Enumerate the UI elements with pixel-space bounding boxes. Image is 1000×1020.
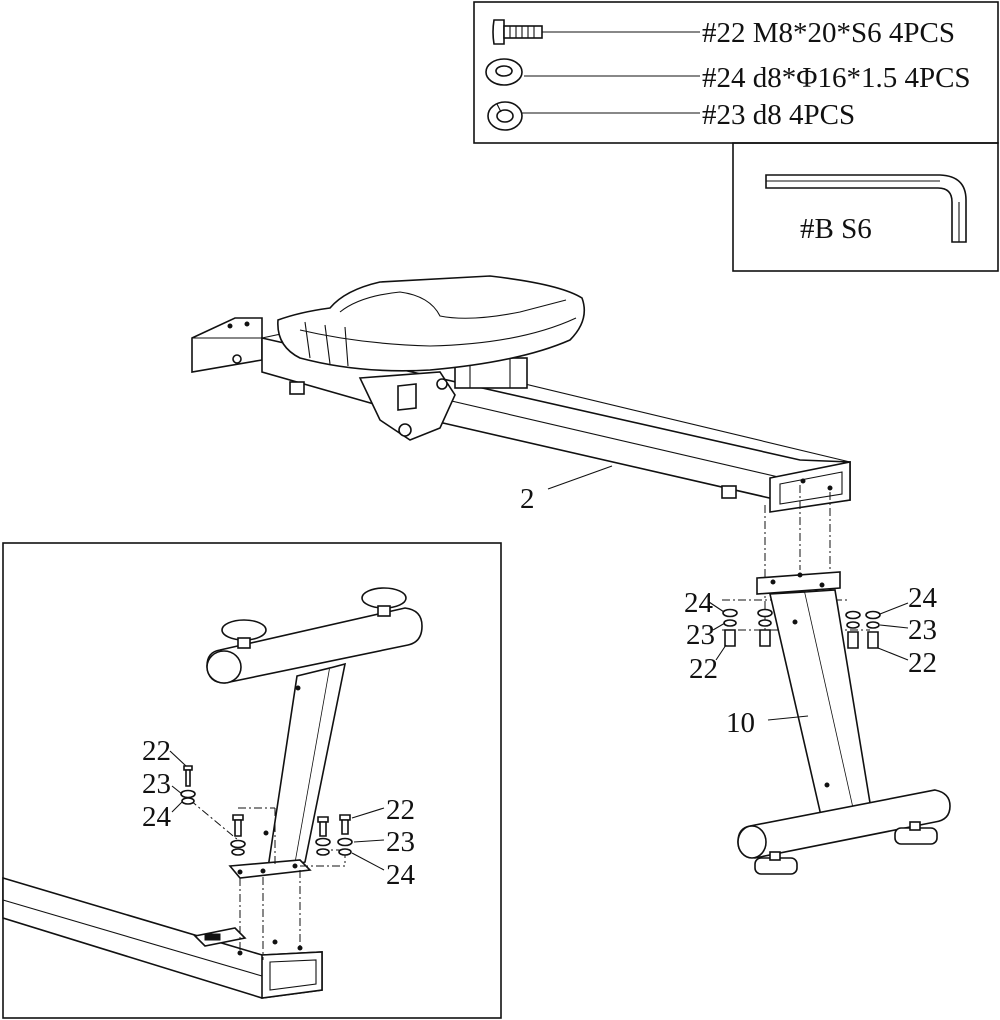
fasteners-main xyxy=(722,608,881,649)
detail-left-callout-24: 24 xyxy=(142,801,172,833)
parts-list-box: #22 M8*20*S6 4PCS #24 d8*Φ16*1.5 4PCS #2… xyxy=(473,1,999,144)
stabilizer-main xyxy=(737,571,951,875)
spring-washer-icon xyxy=(487,101,700,131)
parts-item-flat-washer-label: #24 d8*Φ16*1.5 4PCS xyxy=(702,62,971,94)
main-left-callout-23: 23 xyxy=(686,619,715,651)
detail-right-callout-24: 24 xyxy=(386,859,416,891)
detail-left-callout-23: 23 xyxy=(142,768,171,800)
parts-item-spring-washer-label: #23 d8 4PCS xyxy=(702,99,855,131)
detail-inset xyxy=(2,542,502,1019)
detail-left-callout-22: 22 xyxy=(142,735,171,767)
main-right-callout-23: 23 xyxy=(908,614,937,646)
tool-label: #B S6 xyxy=(800,213,872,245)
stabilizer-part-number: 10 xyxy=(726,707,755,739)
main-right-callout-22: 22 xyxy=(908,647,937,679)
allen-key-icon xyxy=(765,174,967,243)
rail-part-number: 2 xyxy=(520,483,535,515)
flat-washer-icon xyxy=(485,58,700,86)
detail-right-callout-23: 23 xyxy=(386,826,415,858)
main-left-callout-24: 24 xyxy=(684,587,714,619)
parts-item-bolt-label: #22 M8*20*S6 4PCS xyxy=(702,17,955,49)
detail-right-callout-22: 22 xyxy=(386,794,415,826)
hex-socket-bolt-icon xyxy=(492,19,700,45)
main-left-callout-22: 22 xyxy=(689,653,718,685)
rail-assembly xyxy=(191,275,851,513)
tool-box: #B S6 xyxy=(732,142,999,272)
main-right-callout-24: 24 xyxy=(908,582,938,614)
